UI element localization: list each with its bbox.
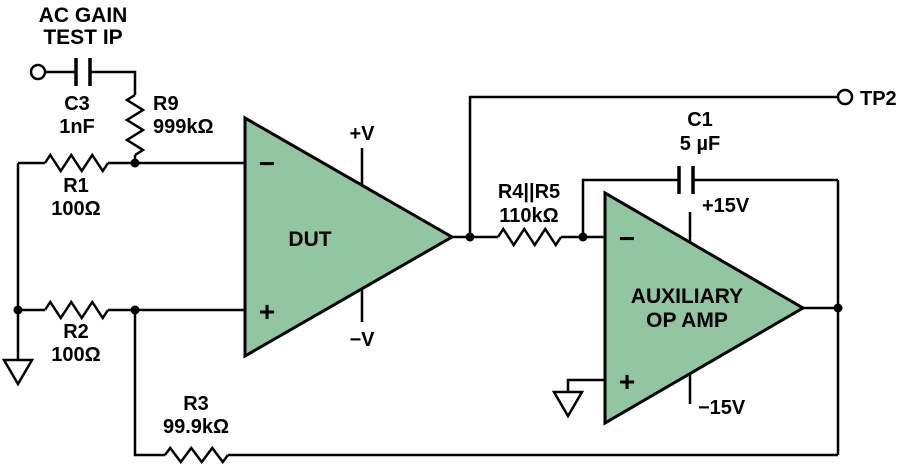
ground-symbol-left bbox=[1, 358, 35, 387]
dut-opamp-body bbox=[243, 115, 456, 359]
input-terminal bbox=[29, 63, 47, 81]
r4r5-value-label: 110kΩ bbox=[499, 205, 558, 227]
ground-symbol-aux bbox=[551, 390, 585, 419]
tp2-label: TP2 bbox=[860, 88, 897, 110]
c1-name-label: C1 bbox=[687, 109, 713, 131]
heading-line2: TEST IP bbox=[43, 26, 122, 49]
r9-name-label: R9 bbox=[153, 93, 179, 115]
c3-value-label: 1nF bbox=[59, 116, 95, 138]
capacitor-c1 bbox=[677, 166, 695, 194]
dut-inverting-sign: − bbox=[259, 148, 275, 179]
r3-name-label: R3 bbox=[183, 393, 209, 415]
dut-label: DUT bbox=[288, 228, 331, 251]
junction-dot bbox=[578, 232, 588, 242]
r4r5-name-label: R4||R5 bbox=[498, 181, 560, 203]
resistor-r1 bbox=[43, 152, 110, 174]
junction-dot bbox=[130, 305, 140, 315]
heading-line1: AC GAIN bbox=[39, 4, 128, 27]
resistor-r9 bbox=[124, 93, 146, 157]
dut-output-net-wire bbox=[452, 95, 838, 239]
resistor-r3 bbox=[164, 445, 229, 464]
r1-value-label: 100Ω bbox=[51, 198, 100, 220]
r3-value-label: 99.9kΩ bbox=[163, 416, 229, 438]
inverting-input-net-wire bbox=[16, 161, 245, 360]
aux-inverting-sign: − bbox=[619, 223, 635, 254]
junction-dot bbox=[130, 158, 140, 168]
tp2-terminal bbox=[836, 88, 854, 106]
junction-dot bbox=[13, 305, 23, 315]
dut-noninverting-sign: + bbox=[259, 296, 275, 327]
dut-negative-supply-label: −V bbox=[349, 329, 375, 351]
resistor-r4r5 bbox=[496, 226, 563, 248]
resistor-r2 bbox=[43, 299, 110, 321]
junction-dot bbox=[833, 303, 843, 313]
r2-value-label: 100Ω bbox=[51, 344, 100, 366]
aux-label-line2: OP AMP bbox=[646, 309, 728, 332]
r9-value-label: 999kΩ bbox=[153, 116, 214, 138]
aux-opamp-body bbox=[603, 190, 806, 426]
capacitor-c3 bbox=[74, 58, 92, 86]
c3-name-label: C3 bbox=[64, 93, 90, 115]
c1-value-label: 5 µF bbox=[680, 133, 720, 155]
aux-negative-supply-label: −15V bbox=[698, 397, 746, 419]
aux-positive-supply-label: +15V bbox=[702, 195, 750, 217]
feedback-net-wire bbox=[133, 178, 840, 457]
junction-dot bbox=[465, 232, 475, 242]
dut-positive-supply-label: +V bbox=[349, 123, 375, 145]
aux-label-line1: AUXILIARY bbox=[631, 285, 743, 308]
r1-name-label: R1 bbox=[63, 175, 89, 197]
aux-noninverting-sign: + bbox=[619, 366, 635, 397]
r2-name-label: R2 bbox=[63, 321, 89, 343]
aux-ground-wire bbox=[566, 378, 605, 392]
